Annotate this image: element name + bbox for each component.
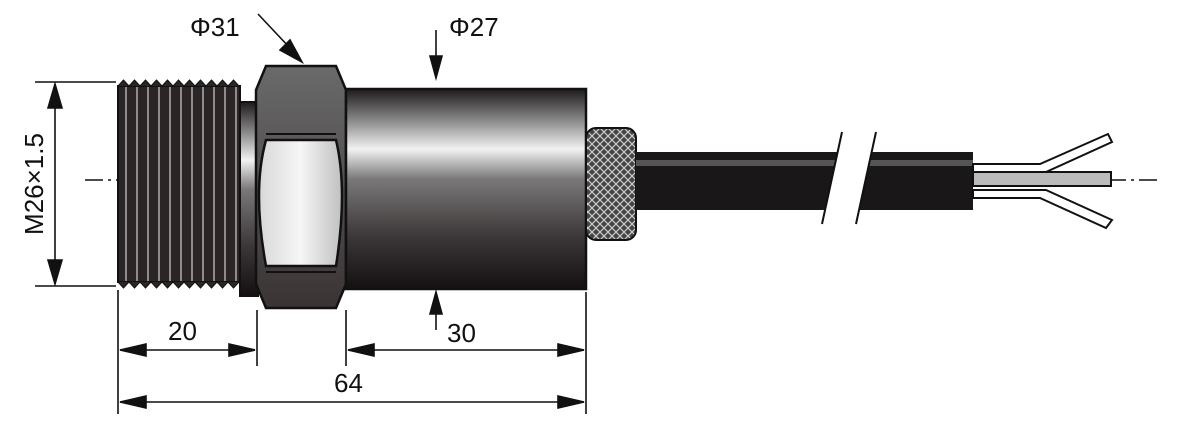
thread-size-label: M26×1.5 [19,133,49,235]
hex-diameter-label: Φ31 [190,12,240,42]
wires [972,132,1114,230]
body-cylinder [344,87,588,291]
body-length-label: 30 [447,318,476,348]
cable [636,131,973,225]
total-length-label: 64 [334,368,363,398]
hex-nut [254,64,348,310]
dimension-lines [35,13,587,414]
thread-section [117,79,241,289]
knurled-gland [585,127,637,241]
thread-length-label: 20 [168,316,197,346]
body-diameter-label: Φ27 [449,12,499,42]
